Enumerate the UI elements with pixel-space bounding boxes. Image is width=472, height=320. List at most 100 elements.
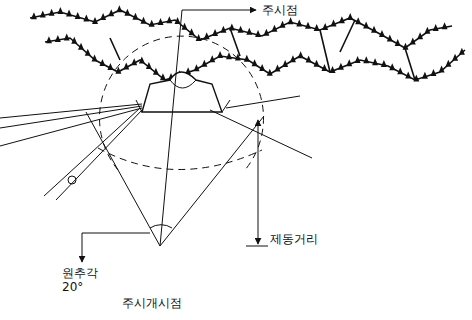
mountain-tick	[452, 54, 458, 61]
mountain-tick	[99, 59, 105, 66]
mountain-tick	[75, 12, 81, 19]
mountain-tick	[395, 39, 401, 46]
mountain-tick	[244, 55, 250, 62]
mountain-tick	[298, 51, 304, 58]
mountain-tick	[31, 12, 37, 19]
mountain-tick	[430, 69, 436, 76]
mountain-tick	[238, 26, 244, 33]
mountain-tick	[339, 16, 345, 23]
annotation-label: 주시점	[260, 3, 300, 17]
mountain-tick	[194, 64, 200, 71]
mountain-tick	[372, 58, 378, 65]
mountain-tick	[259, 64, 265, 71]
mountain-tick	[116, 5, 122, 12]
mountain-tick	[196, 34, 202, 41]
mountain-tick	[204, 32, 210, 39]
mountain-tick	[66, 10, 72, 17]
mountain-tick	[267, 69, 273, 76]
mountain-tick	[417, 32, 423, 39]
mountain-tick	[363, 56, 369, 63]
mountain-tick	[347, 13, 353, 20]
mountain-tick	[338, 63, 344, 70]
mountain-tick	[229, 23, 235, 30]
mountain-tick	[389, 63, 395, 70]
annotation-label: 원추각 20°	[60, 266, 104, 294]
mountain-tick	[442, 22, 448, 29]
mountain-tick	[217, 51, 223, 58]
mountain-tick	[387, 35, 393, 42]
mountain-tick	[252, 59, 258, 66]
annotation-label: 제동거리	[268, 232, 320, 246]
vision-lines	[0, 10, 312, 262]
mountain-tick	[402, 43, 408, 50]
mountain-tick	[263, 29, 269, 36]
mountain-tick	[131, 58, 137, 65]
mountain-tick	[321, 64, 327, 71]
mountain-tick	[296, 19, 302, 26]
mountain-tick	[146, 62, 152, 69]
mountain-tick	[381, 60, 387, 67]
mountain-tick	[189, 28, 195, 35]
mountain-tick	[64, 34, 70, 41]
mountain-tick	[132, 13, 138, 20]
mountain-tick	[85, 49, 91, 56]
mountain-tick	[57, 7, 63, 14]
mountain-tick	[160, 73, 166, 80]
mountain-tick	[322, 23, 328, 30]
mountain-tick	[220, 26, 226, 33]
mountain-tick	[290, 55, 296, 62]
mountain-tick	[226, 52, 232, 59]
mountain-tick	[363, 22, 369, 29]
mountain-tick	[355, 17, 361, 24]
mountain-tick	[274, 65, 280, 72]
mountain-tick	[100, 13, 106, 20]
mountain-tick	[280, 21, 286, 28]
mountain-tick	[306, 56, 312, 63]
mountain-tick	[55, 35, 61, 42]
mountain-tick	[439, 66, 445, 73]
mountain-tick	[459, 48, 465, 55]
mountain-tick	[271, 25, 277, 32]
mountain-tick	[413, 75, 419, 82]
mountain-tick	[371, 26, 377, 33]
mountain-tick	[92, 17, 98, 24]
mountain-tick	[433, 24, 439, 31]
mountain-tick	[175, 17, 181, 24]
mountain-ridge	[30, 10, 465, 80]
mountain-tick	[201, 60, 207, 67]
mountain-tick	[331, 20, 337, 27]
mountain-tick	[166, 16, 172, 23]
mountain-tick	[209, 55, 215, 62]
mountain-tick	[379, 30, 385, 37]
mountain-tick	[139, 56, 145, 63]
mountain-tick	[141, 17, 147, 24]
mountain-tick	[355, 56, 361, 63]
mountain-tick	[445, 60, 451, 67]
mountain-texture	[31, 5, 465, 81]
mountain-tick	[346, 59, 352, 66]
mountain-tick	[424, 27, 430, 34]
mountain-tick	[288, 17, 294, 24]
mountain-tick	[305, 22, 311, 29]
mountain-tick	[149, 20, 155, 27]
mountain-tick	[410, 37, 416, 44]
mountain-tick	[123, 62, 129, 69]
mountain-tick	[314, 60, 320, 67]
mountain-tick	[153, 68, 159, 75]
mountain-tick	[108, 9, 114, 16]
mountain-tick	[255, 30, 261, 37]
mountain-tick	[182, 23, 188, 30]
mountain-tick	[422, 72, 428, 79]
mountain-tick	[314, 24, 320, 31]
annotation-label: 주시개시점	[120, 296, 184, 310]
mountain-tick	[212, 29, 218, 36]
mountain-tick	[92, 55, 98, 62]
mountain-tick	[124, 9, 130, 16]
mountain-tick	[330, 66, 336, 73]
mountain-tick	[158, 18, 164, 25]
mountain-tick	[46, 36, 52, 43]
mountain-tick	[397, 67, 403, 74]
mountain-tick	[40, 10, 46, 17]
mountain-tick	[71, 37, 77, 44]
mountain-tick	[107, 63, 113, 70]
